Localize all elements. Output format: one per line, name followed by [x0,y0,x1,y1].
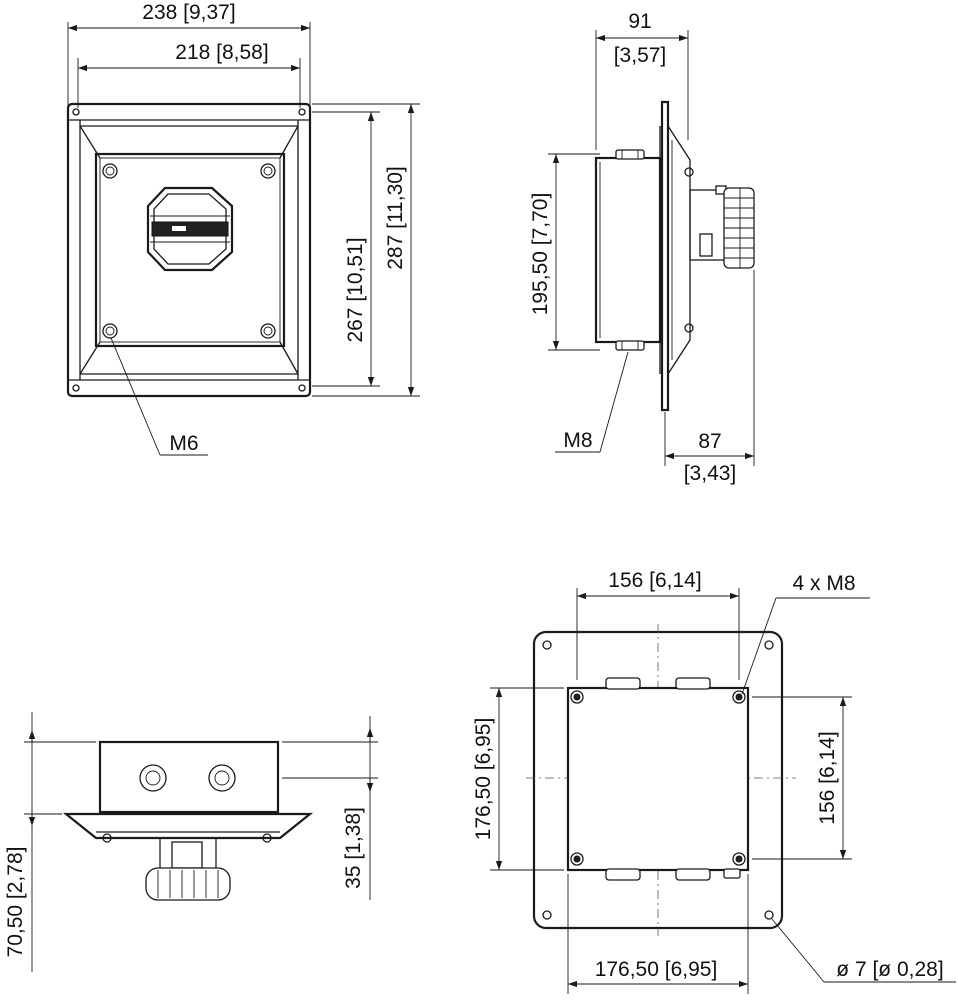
hole-diameter-label: ø 7 [ø 0,28] [836,958,943,981]
bottom-view: 70,50 [2,78] 35 [1,38] [4,712,378,972]
bottom-knob [145,867,231,901]
front-thread-label: M6 [169,432,198,455]
bottom-body [98,740,280,814]
dim-body-depth-in: [3,57] [614,44,667,67]
rear-screw-label: 4 x M8 [792,572,855,595]
front-body [94,152,286,348]
front-view: 238 [9,37] 218 [8,58] [66,1,420,456]
dim-hole-spacing-x: 156 [6,14] [608,569,701,592]
dim-side-body-height: 195,50 [7,70] [529,193,552,316]
side-body [594,156,662,344]
dim-rear-body-width: 176,50 [6,95] [595,958,718,981]
bottom-knob-shaft [159,837,217,871]
dim-bottom-total-height: 70,50 [2,78] [4,847,27,958]
rear-body [566,686,750,872]
dim-knob-depth: 87 [698,430,721,453]
dim-inner-height: 267 [10,51] [344,237,367,342]
rear-screw [570,690,746,866]
dim-total-height: 287 [11,30] [384,166,407,270]
rotary-handle [146,186,234,272]
side-view: 91 [3,57] [529,10,755,485]
dim-knob-height: 35 [1,38] [342,807,365,889]
dim-body-depth: 91 [628,10,651,33]
rear-view: 156 [6,14] 4 x M8 176,50 [6,95] 156 [6,1… [472,569,956,994]
dim-knob-depth-in: [3,43] [684,462,737,485]
dim-total-width: 238 [9,37] [142,1,235,24]
dim-hole-spacing-y: 156 [6,14] [816,731,839,824]
side-thread-label: M8 [563,429,592,452]
dim-rear-body-height: 176,50 [6,95] [472,718,495,841]
front-plate [66,102,312,398]
front-screw [102,163,276,339]
dim-inner-width: 218 [8,58] [175,41,268,64]
